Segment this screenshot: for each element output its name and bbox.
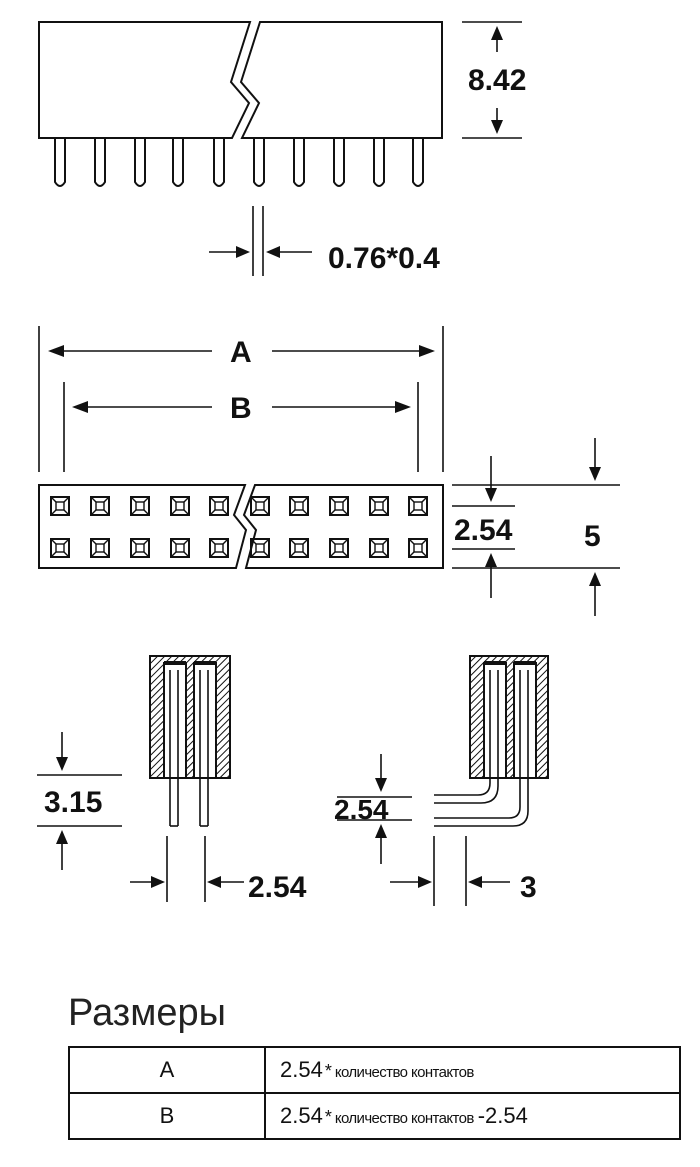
angled-section: [434, 655, 549, 827]
contact-socket: [289, 538, 309, 558]
formula-text: количество контактов: [334, 1064, 474, 1081]
length-dimensions: A B: [38, 326, 444, 472]
contact-socket: [130, 538, 150, 558]
contact-socket: [250, 496, 270, 516]
contact-grid: [50, 496, 428, 558]
multiply-sign: *: [324, 1061, 332, 1081]
side-view: [38, 21, 443, 187]
side-pin: [412, 138, 424, 187]
top-housing-right: [242, 484, 444, 569]
side-pin: [253, 138, 265, 187]
formula-base: 2.54: [280, 1103, 323, 1128]
width-dimensions: 2.54 5: [452, 438, 620, 616]
contact-socket: [329, 538, 349, 558]
tail-length-label: 3.15: [44, 786, 102, 819]
length-a-label: A: [230, 336, 252, 369]
row-formula: 2.54*количество контактов: [264, 1046, 681, 1094]
pin-section-dimension: 0.76*0.4: [209, 206, 440, 276]
contact-socket: [250, 538, 270, 558]
contact-socket: [408, 538, 428, 558]
table-row: A 2.54*количество контактов: [68, 1046, 681, 1094]
side-pin: [333, 138, 345, 187]
contact-socket: [369, 496, 389, 516]
connector-drawing: 8.42 0.76*0.4 A B: [37, 21, 620, 906]
dimensions-table: A 2.54*количество контактов B 2.54*колич…: [68, 1046, 681, 1140]
dimensions-title: Размеры: [68, 992, 226, 1034]
side-pins: [54, 138, 424, 187]
pin-pitch-label: 2.54: [248, 871, 307, 904]
row-pitch-label: 2.54: [454, 514, 513, 547]
pin-pitch-dimension: 2.54: [130, 836, 307, 904]
side-pin: [213, 138, 225, 187]
angle-offset-dimension: 2.54: [334, 754, 412, 864]
height-label: 8.42: [468, 64, 526, 97]
formula-text: количество контактов: [334, 1110, 474, 1127]
side-pin: [172, 138, 184, 187]
contact-socket: [170, 496, 190, 516]
row-key: A: [68, 1046, 266, 1094]
housing-left-part: [38, 21, 252, 139]
angle-length-label: 3: [520, 871, 537, 904]
contact-socket: [170, 538, 190, 558]
contact-socket: [209, 538, 229, 558]
side-pin: [373, 138, 385, 187]
contact-socket: [90, 538, 110, 558]
angle-offset-label: 2.54: [334, 794, 389, 825]
contact-socket: [329, 496, 349, 516]
formula-base: 2.54: [280, 1057, 323, 1082]
angle-length-dimension: 3: [390, 836, 537, 906]
pin-section-label: 0.76*0.4: [328, 242, 440, 275]
contact-socket: [50, 538, 70, 558]
row-formula: 2.54*количество контактов-2.54: [264, 1092, 681, 1140]
tail-dimension: 3.15: [37, 732, 122, 870]
length-b-label: B: [230, 392, 252, 425]
contact-socket: [90, 496, 110, 516]
contact-socket: [50, 496, 70, 516]
contact-socket: [289, 496, 309, 516]
top-view: [38, 484, 444, 569]
multiply-sign: *: [324, 1107, 332, 1127]
side-pin: [54, 138, 66, 187]
table-row: B 2.54*количество контактов-2.54: [68, 1092, 681, 1140]
contact-socket: [130, 496, 150, 516]
housing-right-part: [239, 21, 443, 139]
straight-section: [149, 655, 231, 827]
side-pin: [293, 138, 305, 187]
formula-suffix: -2.54: [477, 1103, 528, 1128]
contact-socket: [369, 538, 389, 558]
contact-socket: [209, 496, 229, 516]
side-pin: [134, 138, 146, 187]
contact-socket: [408, 496, 428, 516]
height-dimension: 8.42: [462, 21, 526, 139]
width-label: 5: [584, 520, 601, 553]
side-pin: [94, 138, 106, 187]
row-key: B: [68, 1092, 266, 1140]
